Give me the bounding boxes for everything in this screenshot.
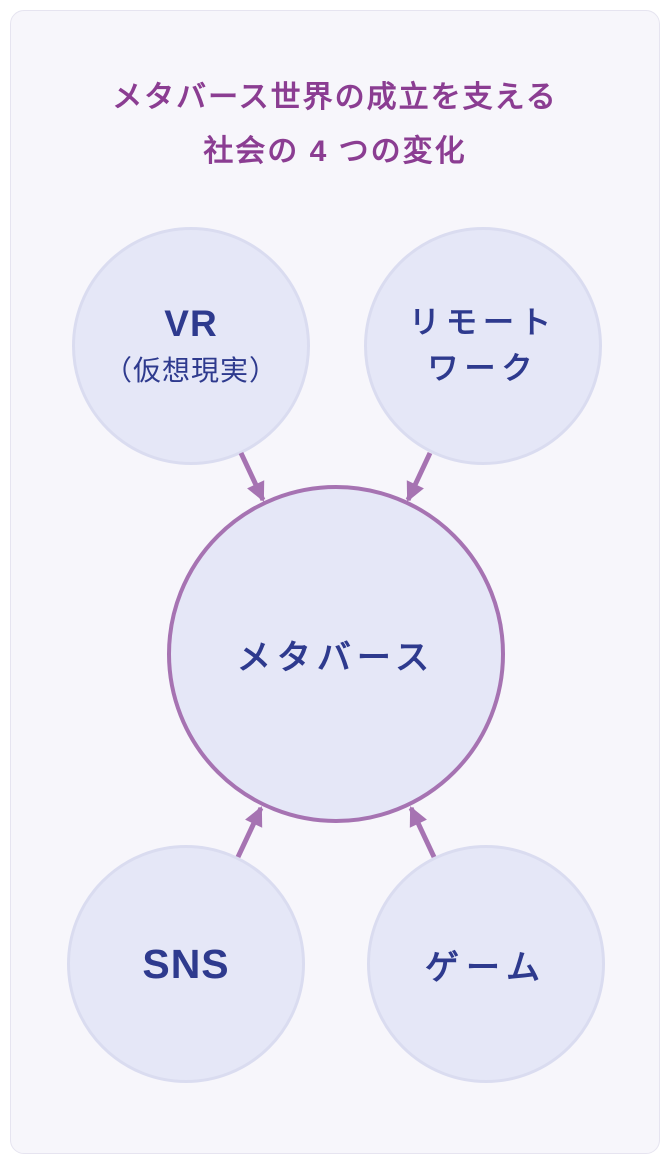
- node-sns-label: SNS: [142, 940, 230, 987]
- node-vr-label: VR: [164, 303, 218, 344]
- node-game: ゲーム: [367, 845, 605, 1083]
- arrow-vr-to-metaverse-icon: [238, 451, 266, 502]
- node-sns: SNS: [67, 845, 305, 1083]
- diagram-title-line-2: 社会の 4 つの変化: [203, 135, 467, 168]
- arrow-sns-to-metaverse-icon: [235, 806, 264, 859]
- diagram-title: メタバース世界の成立を支える 社会の 4 つの変化: [11, 71, 659, 179]
- node-remote-work: リモート ワーク: [364, 227, 602, 465]
- node-remote-work-label-line-1: リモート: [409, 305, 557, 340]
- node-metaverse: メタバース: [167, 485, 505, 823]
- node-metaverse-label: メタバース: [236, 638, 436, 677]
- arrow-game-to-metaverse-icon: [408, 806, 437, 859]
- node-game-label: ゲーム: [425, 948, 547, 987]
- node-remote-work-label-line-2: ワーク: [427, 351, 539, 386]
- diagram-title-line-1: メタバース世界の成立を支える: [112, 81, 558, 114]
- node-vr: VR （仮想現実）: [72, 227, 310, 465]
- node-vr-sublabel: （仮想現実）: [103, 355, 278, 386]
- arrow-remote-work-to-metaverse-icon: [405, 451, 433, 502]
- infographic-card: メタバース世界の成立を支える 社会の 4 つの変化 VR （仮想現実） リモート…: [10, 10, 660, 1154]
